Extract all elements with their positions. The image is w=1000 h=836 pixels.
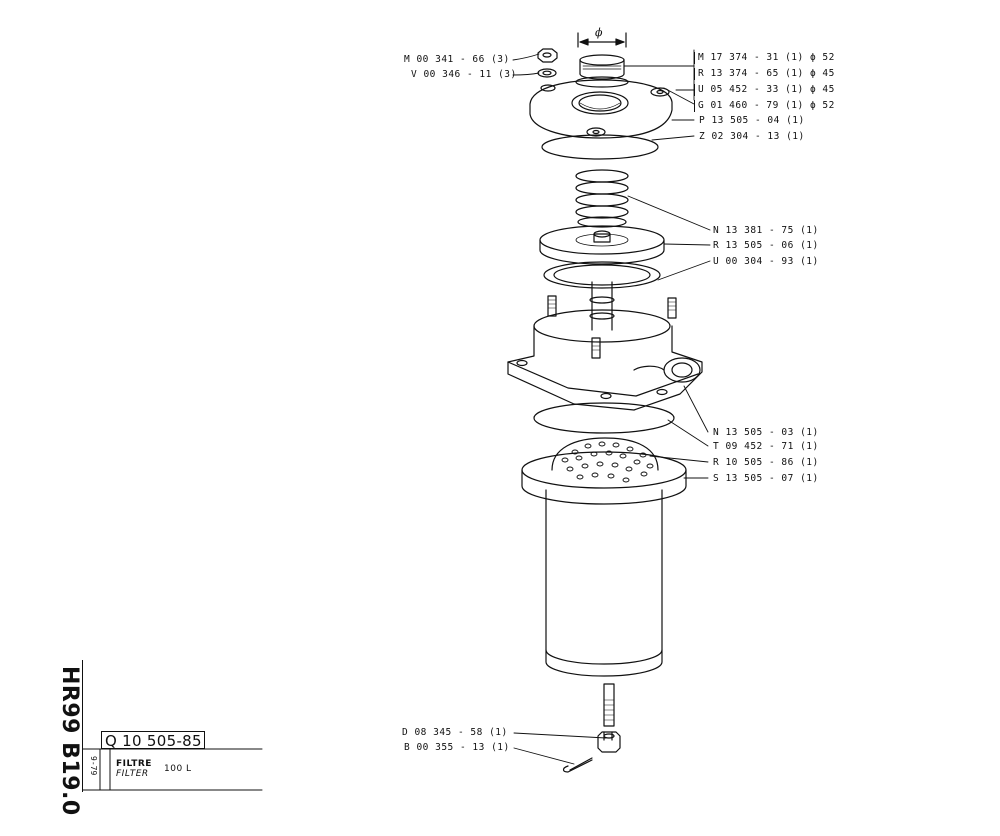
cover-gasket <box>541 134 659 160</box>
callout-t-09-452-71: T 09 452 - 71 (1) <box>713 441 819 452</box>
diameter-dimension <box>577 32 627 48</box>
part-name-english: FILTER <box>116 769 149 779</box>
callout-u-05-452-33: U 05 452 - 33 (1) ϕ 45 <box>694 84 835 96</box>
callout-r-13-505-06: R 13 505 - 06 (1) <box>713 240 819 251</box>
title-block-rules <box>82 748 263 791</box>
strainer-basket <box>551 437 659 483</box>
drawing-date: 9-79 <box>89 756 98 776</box>
valve-disc <box>539 225 665 265</box>
spring <box>575 169 629 228</box>
callout-d-08-345-58: D 08 345 - 58 (1) <box>402 727 508 738</box>
callout-g-01-460-79: G 01 460 - 79 (1) ϕ 52 <box>694 100 835 112</box>
callout-r-13-374-65: R 13 374 - 65 (1) ϕ 45 <box>694 68 835 80</box>
callout-r-10-505-86: R 10 505 - 86 (1) <box>713 457 819 468</box>
center-stud <box>603 683 615 727</box>
body-gasket <box>533 402 675 434</box>
title-block-side <box>58 660 83 792</box>
filter-cover <box>529 79 673 139</box>
valve-stem <box>589 281 615 331</box>
part-number: Q 10 505-85 <box>101 731 205 750</box>
callout-b-00-355-13: B 00 355 - 13 (1) <box>404 742 510 753</box>
callout-s-13-505-07: S 13 505 - 07 (1) <box>713 473 819 484</box>
filter-head-body <box>507 295 703 411</box>
drain-plug <box>575 54 629 88</box>
document-code: HR99 B19.0 <box>57 666 82 816</box>
callout-u-00-304-93: U 00 304 - 93 (1) <box>713 256 819 267</box>
filter-capacity: 100 L <box>164 764 192 774</box>
callout-n-13-505-03: N 13 505 - 03 (1) <box>713 427 819 438</box>
castle-nut <box>597 731 621 753</box>
nut-and-washer <box>537 48 558 78</box>
callout-m-00-341-66: M 00 341 - 66 (3) <box>404 54 510 65</box>
callout-n-13-381-75: N 13 381 - 75 (1) <box>713 225 819 236</box>
diameter-symbol: ϕ <box>595 26 603 39</box>
leader-lines <box>512 49 711 765</box>
filter-bowl <box>521 451 687 677</box>
callout-m-17-374-31: M 17 374 - 31 (1) ϕ 52 <box>694 52 835 64</box>
part-name-french: FILTRE <box>116 759 152 769</box>
callout-v-00-346-11: V 00 346 - 11 (3) <box>411 69 517 80</box>
cotter-pin <box>562 757 593 773</box>
seal-ring <box>543 261 661 289</box>
callout-p-13-505-04: P 13 505 - 04 (1) <box>699 115 805 126</box>
callout-z-02-304-13: Z 02 304 - 13 (1) <box>699 131 805 142</box>
